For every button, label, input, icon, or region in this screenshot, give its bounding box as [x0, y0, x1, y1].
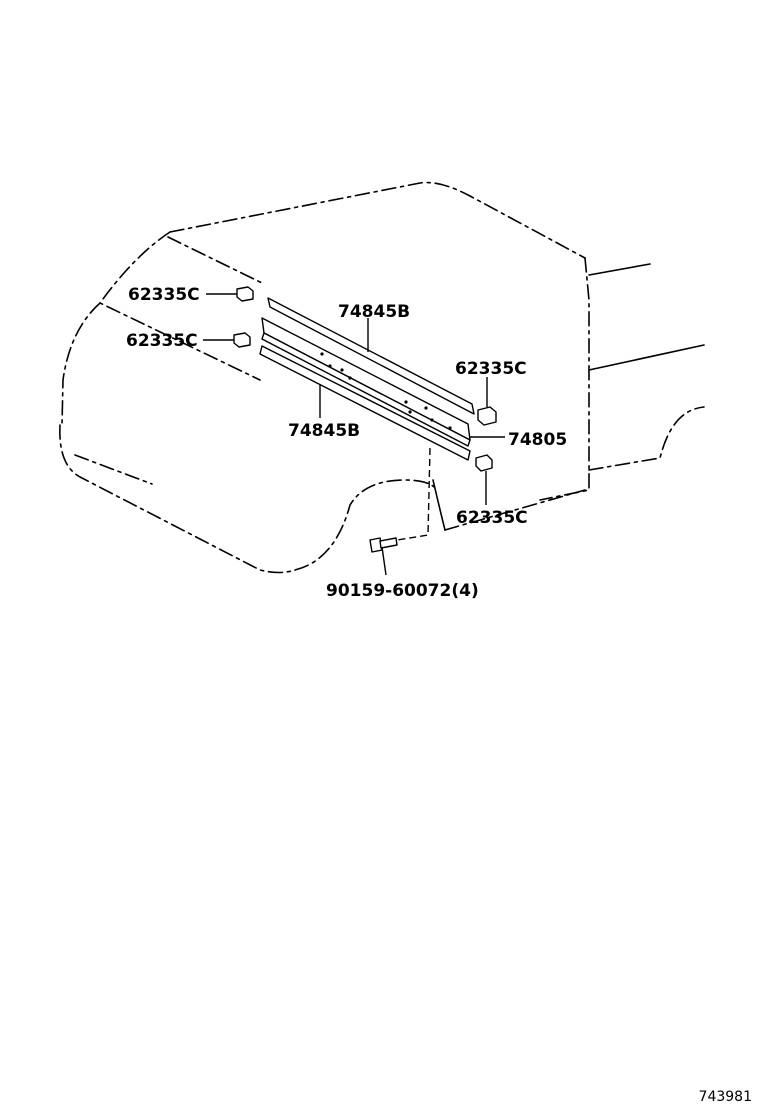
clip-lower-right[interactable]	[475, 454, 493, 505]
body-rear-edge	[539, 257, 590, 501]
clip-upper-right[interactable]	[477, 377, 497, 426]
reference-id: 743981	[699, 1089, 752, 1105]
vehicle-body-outline	[59, 181, 705, 574]
label-clip-mid-left: 62335C	[126, 331, 198, 351]
label-molding-bottom: 74845B	[288, 421, 360, 441]
rear-body-line-mid	[588, 344, 705, 371]
wheel-arch	[294, 479, 438, 571]
fender-edge	[432, 479, 446, 531]
label-bolt: 90159-60072(4)	[326, 581, 479, 601]
molding-top[interactable]	[267, 297, 475, 415]
rear-door-curve	[588, 406, 705, 471]
label-clip-upper-right: 62335C	[455, 359, 527, 379]
clip-upper-left[interactable]	[206, 286, 254, 302]
label-clip-lower-right: 62335C	[456, 508, 528, 528]
label-clip-upper-left: 62335C	[128, 285, 200, 305]
clip-mid-left[interactable]	[203, 332, 251, 348]
hood-front-curve	[99, 231, 261, 381]
rocker-line	[444, 489, 586, 531]
molding-bottom[interactable]	[259, 345, 471, 461]
rear-body-line-upper	[588, 263, 651, 276]
lower-front-line	[74, 454, 153, 485]
hood-top-line	[167, 236, 263, 284]
bolt-90159[interactable]	[369, 537, 398, 576]
label-molding-top: 74845B	[338, 302, 410, 322]
stone-guard-74805[interactable]	[261, 317, 505, 447]
bumper-lower	[59, 424, 296, 574]
label-stone-guard: 74805	[508, 430, 567, 450]
bolt-location-line	[396, 447, 431, 541]
roof-line	[169, 181, 586, 259]
front-fascia	[61, 302, 101, 426]
